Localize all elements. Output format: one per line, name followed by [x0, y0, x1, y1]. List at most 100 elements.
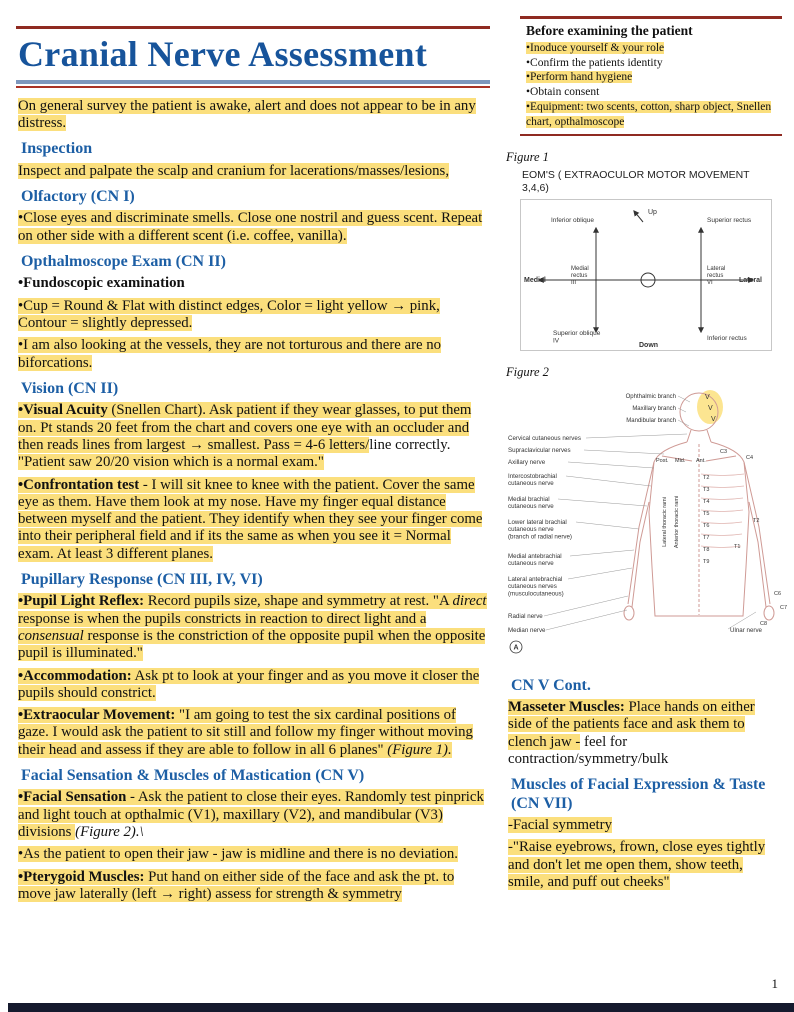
label-t6: T6	[703, 523, 709, 529]
label-ophthalmic-branch: Ophthalmic branch	[626, 394, 676, 400]
accommodation-lead: •Accommodation:	[18, 667, 132, 684]
dermatome-lines	[700, 473, 745, 548]
olfactory-paragraph: •Close eyes and discriminate smells. Clo…	[18, 210, 490, 245]
label-t2-arm: T2	[753, 518, 759, 524]
label-post: Post.	[656, 458, 669, 464]
before-box-item-text: •Perform hand hygiene	[526, 71, 633, 84]
heading-inspection: Inspection	[21, 140, 93, 158]
figure1-label: Figure 1	[506, 150, 549, 165]
visual-acuity-paragraph: •Visual Acuity (Snellen Chart). Ask pati…	[18, 402, 490, 471]
fundoscopic-text: •Fundoscopic examination	[18, 275, 185, 292]
label-v1: V	[705, 394, 710, 401]
eom-label-inferior-oblique: Inferior oblique	[551, 217, 594, 224]
label-cervical-cutaneous: Cervical cutaneous nerves	[508, 435, 581, 442]
figure1-caption: EOM'S ( EXTRAOCULOR MOTOR MOVEMENT 3,4,6…	[522, 169, 750, 195]
plr-lead: •Pupil Light Reflex:	[18, 593, 145, 610]
eom-label-down: Down	[639, 342, 658, 349]
plr-text-1: Record pupils size, shape and symmetry a…	[144, 593, 453, 610]
eom-axes	[537, 209, 755, 333]
intro-paragraph: On general survey the patient is awake, …	[18, 97, 490, 133]
figure2-marker-a-circle	[509, 640, 523, 653]
figure2-body-outline	[623, 392, 775, 621]
label-t3: T3	[703, 487, 709, 493]
title-rule-red	[16, 85, 490, 88]
figure2-label: Figure 2	[506, 364, 549, 379]
heading-cnv-cont: CN V Cont.	[511, 676, 591, 694]
label-axillary: Axillary nerve	[508, 459, 546, 466]
label-radial-nerve: Radial nerve	[508, 613, 543, 620]
label-c8: C8	[760, 621, 767, 627]
figure2-leader-lines	[543, 395, 757, 630]
masseter-paragraph: Masseter Muscles: Place hands on either …	[508, 698, 782, 768]
before-box-item: •Perform hand hygiene	[526, 70, 780, 85]
jaw-text: •As the patient to open their jaw - jaw …	[18, 846, 458, 863]
label-anterior-thoracic-rami: Anterior thoracic rami	[674, 495, 680, 547]
facial-symmetry-text: -Facial symmetry	[508, 816, 612, 833]
page-number: 1	[771, 976, 779, 991]
eom-label-medial: Medial	[524, 277, 546, 284]
before-box-item-text: •Obtain consent	[526, 86, 600, 99]
confrontation-lead: •Confrontation test	[18, 476, 140, 493]
cup-text: •Cup = Round & Flat with distinct edges,…	[18, 297, 440, 332]
label-t1: T1	[734, 544, 740, 550]
label-t9: T9	[703, 559, 709, 565]
vessels-text: •I am also looking at the vessels, they …	[18, 337, 442, 371]
page-title: Cranial Nerve Assessment	[18, 34, 428, 74]
label-c6: C6	[774, 591, 781, 597]
before-box-item-text: •Equipment: two scents, cotton, sharp ob…	[526, 100, 772, 128]
masseter-lead: Masseter Muscles:	[508, 698, 625, 715]
label-t5: T5	[703, 511, 709, 517]
label-mandibular-branch: Mandibular branch	[626, 418, 676, 424]
label-lateral-thoracic-rami: Lateral thoracic rami	[662, 497, 668, 547]
visual-acuity-body: (Snellen Chart). Ask patient if they wea…	[18, 402, 472, 453]
label-c3: C3	[720, 449, 727, 455]
head-highlight	[697, 389, 723, 424]
heading-facial-sensation: Facial Sensation & Muscles of Masticatio…	[21, 767, 365, 785]
eom-label-inferior-rectus: Inferior rectus	[707, 335, 747, 342]
visual-acuity-lead: •Visual Acuity	[18, 402, 108, 419]
content-grid: Cranial Nerve Assessment On general surv…	[16, 12, 787, 908]
title-rule-top	[16, 26, 490, 29]
cup-paragraph: •Cup = Round & Flat with distinct edges,…	[18, 297, 490, 333]
figure2-marker-a: A	[513, 644, 518, 651]
label-t2: T2	[703, 475, 709, 481]
before-box-item-text: •Confirm the patients identity	[526, 56, 663, 69]
pupil-light-reflex-paragraph: •Pupil Light Reflex: Record pupils size,…	[18, 593, 490, 662]
jaw-paragraph: •As the patient to open their jaw - jaw …	[18, 846, 490, 863]
page-bottom-edge	[8, 1003, 794, 1012]
plr-direct: direct	[452, 593, 487, 610]
confrontation-paragraph: •Confrontation test - I will sit knee to…	[18, 476, 490, 563]
before-box-item: •Obtain consent	[526, 85, 780, 100]
before-examining-box: Before examining the patient •Inoduce yo…	[520, 16, 782, 137]
heading-olfactory: Olfactory (CN I)	[21, 188, 135, 206]
label-t8: T8	[703, 547, 709, 553]
extraocular-paragraph: •Extraocular Movement: "I am going to te…	[18, 707, 490, 759]
extraocular-figure-ref: (Figure 1).	[387, 741, 452, 758]
raise-eyebrows-paragraph: -"Raise eyebrows, frown, close eyes tigh…	[508, 839, 782, 891]
label-supraclavicular: Supraclavicular nerves	[508, 447, 571, 454]
before-box-title: Before examining the patient	[526, 23, 693, 38]
raise-eyebrows-text: -"Raise eyebrows, frown, close eyes tigh…	[508, 839, 766, 890]
extraocular-lead: •Extraocular Movement:	[18, 707, 176, 724]
right-column: Before examining the patient •Inoduce yo…	[506, 12, 787, 908]
eom-label-lateral: Lateral	[739, 277, 762, 284]
label-v3: V	[711, 416, 716, 423]
visual-acuity-plain: line correctly.	[369, 436, 451, 453]
label-ant: Ant.	[696, 458, 706, 464]
label-mid: Mid.	[675, 458, 686, 464]
facial-symmetry-paragraph: -Facial symmetry	[508, 816, 782, 834]
label-median-nerve: Median nerve	[508, 627, 546, 634]
inspection-text: Inspect and palpate the scalp and craniu…	[18, 162, 450, 179]
facial-sensation-figure-ref: (Figure 2).\	[75, 824, 144, 841]
eom-label-superior-rectus: Superior rectus	[707, 217, 752, 224]
label-t7: T7	[703, 535, 709, 541]
visual-acuity-quote: "Patient saw 20/20 vision which is a nor…	[18, 454, 324, 471]
facial-sensation-lead: •Facial Sensation	[18, 789, 127, 806]
pterygoid-body: Put hand on either side of the face and …	[18, 868, 455, 902]
accommodation-paragraph: •Accommodation: Ask pt to look at your f…	[18, 667, 490, 703]
